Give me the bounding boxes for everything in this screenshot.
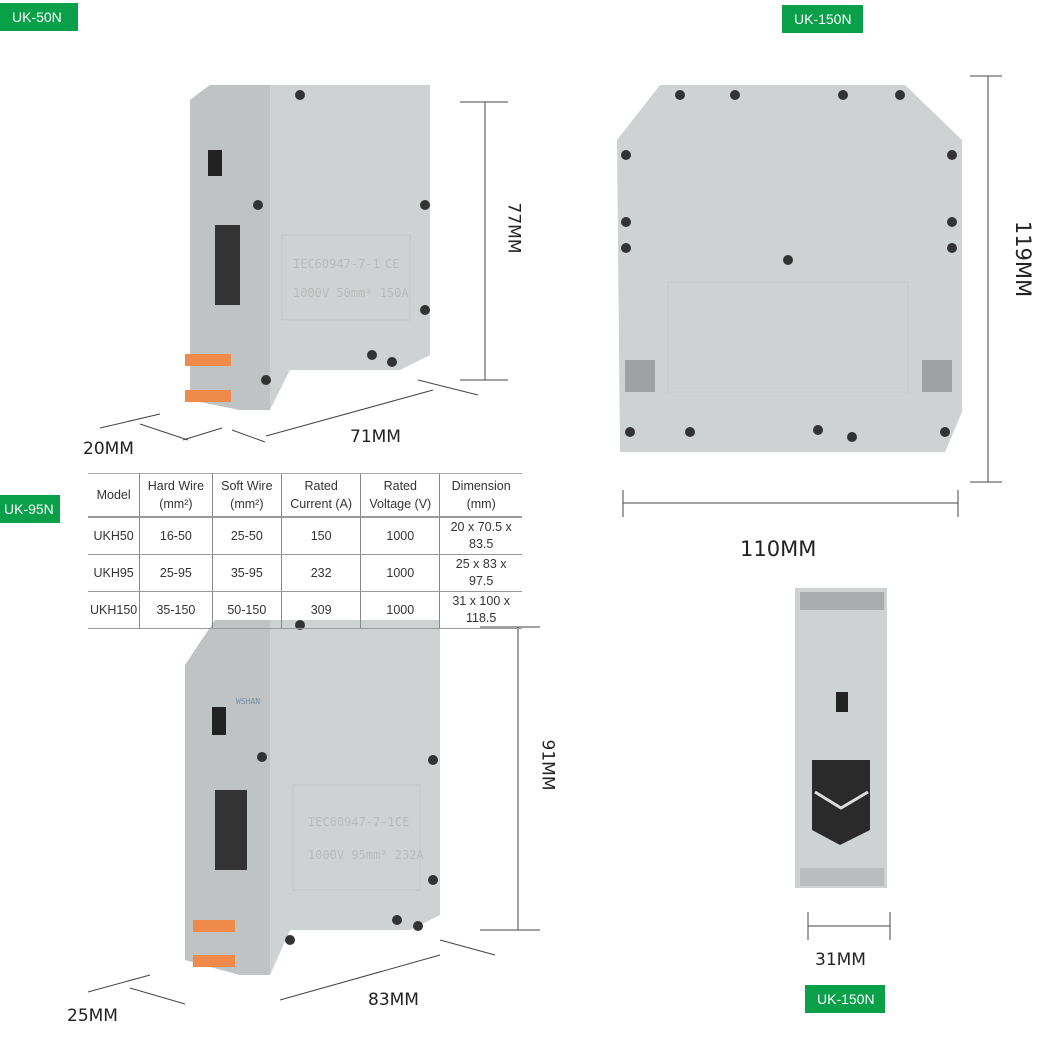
uk150-label-bottom: UK-150N [805,985,885,1013]
standard-marking-uk95: IEC60947-7-1 [308,815,395,829]
cell: 25 x 83 x 97.5 [439,554,522,592]
uk150-height-dimension: 119MM [1011,220,1036,298]
cell: 31 x 100 x 118.5 [439,591,522,629]
cell: 309 [281,591,361,629]
cell: 20 x 70.5 x 83.5 [439,517,522,555]
cell: 150 [281,517,361,555]
uk95-rating-marking: 1000V 95mm² 232A [308,848,424,862]
uk150-label-top: UK-150N [782,5,863,33]
header-model: Model [88,473,140,518]
uk50-depth-dimension: 71MM [350,427,401,447]
cell: UKH150 [88,591,140,629]
uk50-label: UK-50N [0,3,78,31]
header-dimension: Dimension (mm) [439,473,522,518]
uk95-terminal-block [87,620,540,1005]
cell: UKH50 [88,517,140,555]
uk95-height-dimension: 91MM [537,739,558,791]
header-rated-current: Rated Current (A) [281,473,361,518]
cell: 25-50 [211,517,282,555]
cell: 16-50 [139,517,213,555]
cell: 232 [281,554,361,592]
uk50-terminal-block [99,85,508,443]
uk95-depth-dimension: 83MM [368,990,419,1010]
brand-logo: WSHAN [236,697,261,706]
header-soft-wire: Soft Wire (mm²) [211,473,282,518]
cell: UKH95 [88,554,140,592]
standard-marking: IEC60947-7-1 [293,257,380,271]
uk150-terminal-block-front [795,588,891,940]
uk50-width-dimension: 20MM [83,439,134,459]
cell: 25-95 [139,554,213,592]
cell: 35-95 [211,554,282,592]
uk95-label: UK-95N [0,495,60,523]
cell: 1000 [360,591,440,629]
orange-clip [185,354,231,366]
ce-marking-uk95: CE [395,815,410,829]
uk50-rating-marking: 1000V 50mm² 150A [293,286,409,300]
uk150-depth-dimension: 110MM [740,537,817,561]
ce-marking: CE [385,257,400,271]
cell: 35-150 [139,591,213,629]
cell: 50-150 [211,591,282,629]
header-rated-voltage: Rated Voltage (V) [360,473,440,518]
header-hard-wire: Hard Wire (mm²) [139,473,213,518]
uk150-terminal-block-side [617,75,1002,517]
uk95-width-dimension: 25MM [67,1006,118,1026]
spec-table: Model Hard Wire (mm²) Soft Wire (mm²) Ra… [88,473,522,629]
uk150-width-dimension: 31MM [815,950,866,970]
uk50-height-dimension: 77MM [503,202,524,254]
cell: 1000 [360,554,440,592]
cell: 1000 [360,517,440,555]
